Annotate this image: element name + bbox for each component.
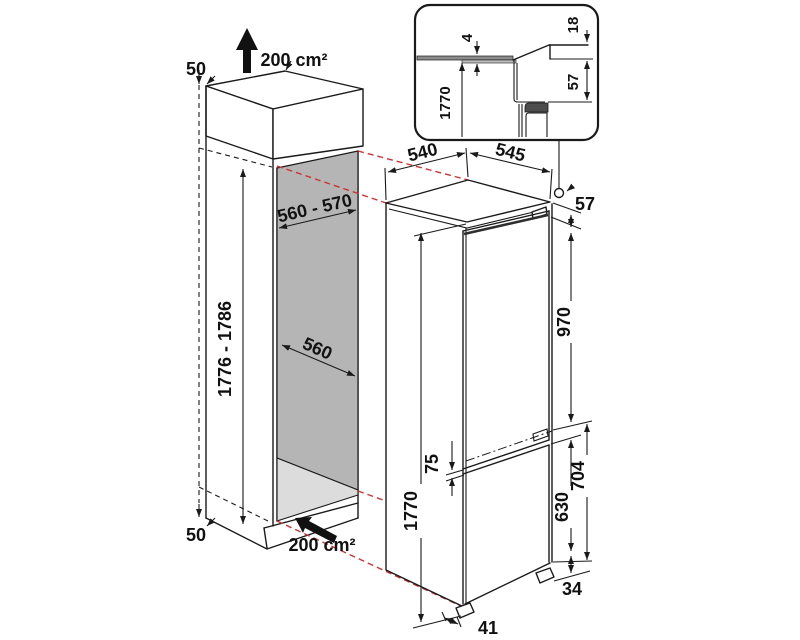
front-foot [455,602,475,619]
hidden-plinth-edge [198,486,269,522]
detail-inset: 4 18 57 1770 [413,3,600,142]
dim-50-top-tick [206,75,216,85]
ext-540-545-mid [465,147,469,178]
ext-704-bottom [552,560,593,563]
plinth-outer-edge [205,517,359,550]
ext-1770-top [413,223,467,237]
dim-niche-depth-line [281,344,356,377]
dim-top-clearance: 57 [575,194,595,214]
ext-545-right [549,168,553,200]
projection-bottom-right [357,490,387,502]
dim-appliance-depth: 540 [406,139,440,166]
detail-marker-tick [566,183,576,192]
plinth-top-edge [263,502,359,529]
hidden-niche-top-edge [198,147,273,168]
dim-niche-height: 1776 - 1786 [215,301,235,397]
gap-handle-detail [532,428,549,442]
appliance-top-face [385,179,551,223]
freezer-door-top-edge [462,444,550,475]
dim-foot-inset: 41 [478,618,498,638]
niche-floor [276,457,359,522]
dim-freezer-door-height: 630 [552,492,572,522]
vent-top-leader [285,60,293,71]
label-plinth-vent-area: 200 cm² [288,535,355,555]
dim-top-rear-clearance: 50 [186,59,206,79]
inset-shelf-bar [416,55,514,61]
dim-overall-height: 1770 [401,491,421,531]
ext-540-left [384,167,387,201]
inset-gap-bar [461,59,517,64]
upper-door-bottom-edge [462,439,550,470]
freezer-door-bottom-edge [464,562,551,605]
cabinet-front-right-face [272,88,364,160]
upper-door-top-edge [462,210,550,232]
inset-side-trim [513,60,545,103]
dim-niche-width-line [278,208,357,230]
ext-75-top [445,469,464,476]
upper-door-seal [463,213,549,236]
detail-marker-circle [553,187,565,199]
inset-frame [413,3,600,142]
projection-bottom-left [276,520,464,608]
inset-step-profile [512,44,589,61]
inset-dim-niche-height: 1770 [437,86,454,119]
appliance-left-edge [385,202,465,608]
dim-upper-door-height: 970 [554,307,574,337]
appliance-top-trim [388,208,547,229]
airflow-plinth-arrow [295,517,337,543]
dim-plinth-clearance: 50 [186,525,206,545]
inset-door-seal [524,102,549,113]
projection-top-right [357,150,469,181]
cabinet-drawing: 50 200 cm² 560 - 570 1776 - 1786 560 50 … [186,28,469,608]
rear-foot [535,567,555,584]
inset-dim-trim-height: 18 [565,17,582,34]
ext-34-bottom [553,570,591,582]
airflow-up-arrow [236,28,258,73]
dim-41-line [444,617,459,625]
inset-dim-door-top-offset: 57 [565,74,582,91]
plinth-left-cap [263,527,268,549]
inset-dim-top-gap: 4 [459,33,476,42]
dim-door-gap: 75 [422,454,442,474]
label-top-vent-area: 200 cm² [260,50,327,70]
ext-41-left [441,611,447,622]
dim-plinth-height: 34 [562,579,582,599]
appliance-drawing: 540 545 57 970 75 704 630 [384,107,595,638]
dim-50-bottom-tick [206,517,216,527]
ext-630-top [550,434,582,445]
ext-57-top [552,202,582,214]
inset-door-body [525,112,548,137]
dim-depth-line [387,152,466,173]
projection-top-left [276,165,387,204]
ext-75-bottom [445,474,465,482]
dim-lower-section-height: 704 [568,461,588,491]
dim-width-line [469,151,551,174]
ext-970-bottom [552,420,593,431]
dim-appliance-width: 545 [493,139,527,166]
ext-57-bottom [550,216,582,230]
door-gap-centerline [465,430,553,462]
